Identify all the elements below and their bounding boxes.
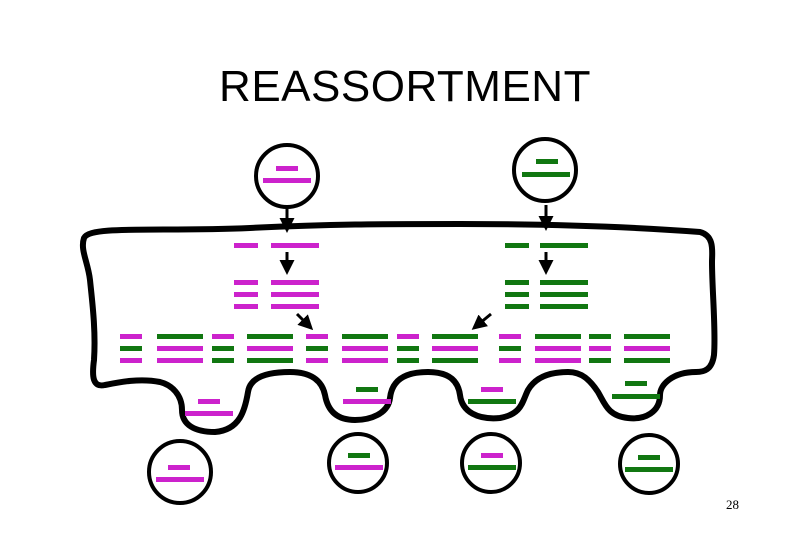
progeny-virus-1 bbox=[147, 439, 213, 505]
uncoated-segments-magenta bbox=[234, 243, 319, 248]
host-cell-outline bbox=[79, 221, 718, 435]
progeny-virus-3 bbox=[460, 432, 522, 494]
progeny-virus-2 bbox=[327, 432, 389, 494]
mixing-arrow-green bbox=[471, 312, 492, 330]
progeny-virus-4 bbox=[618, 433, 680, 495]
mixed-segment-pool bbox=[120, 334, 670, 363]
page-number: 28 bbox=[726, 497, 739, 512]
slide-title: REASSORTMENT bbox=[219, 62, 591, 111]
replicated-segments-green bbox=[505, 280, 588, 309]
budding-segments bbox=[185, 381, 660, 416]
parent-virus-magenta bbox=[254, 143, 320, 209]
uncoated-segments-green bbox=[505, 243, 588, 248]
parent-virus-green bbox=[512, 137, 578, 203]
replicated-segments-magenta bbox=[234, 280, 319, 309]
mixing-arrow-magenta bbox=[295, 312, 314, 331]
